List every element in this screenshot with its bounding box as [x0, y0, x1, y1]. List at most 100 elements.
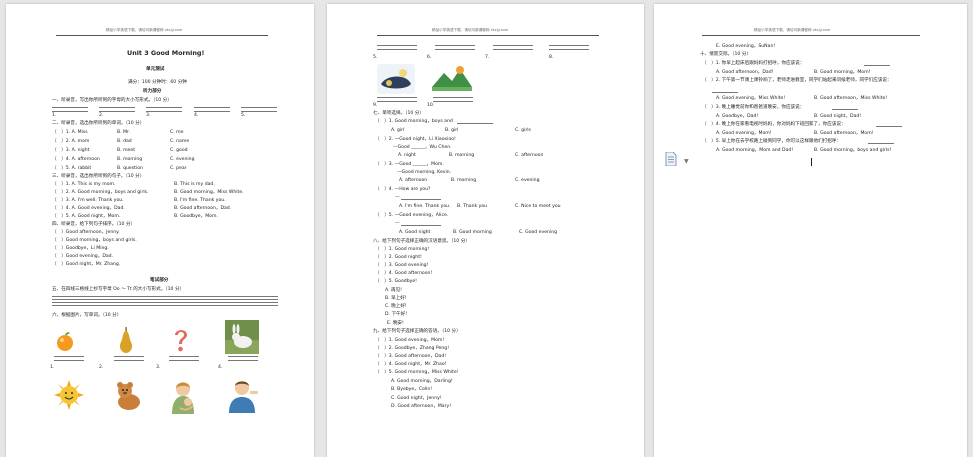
four-line-grid: [52, 296, 278, 297]
answer-line: [169, 360, 199, 361]
q2-opt: C. pear: [170, 166, 187, 171]
answer-line: [52, 111, 88, 112]
q4-row: （ ）Good night，Mr. Zhang.: [52, 262, 121, 267]
q9-opt: B. Byebye，Colin!: [391, 387, 433, 392]
q1-num: 5.: [241, 113, 246, 118]
q10-opt: B. Good morning，boys and girls!: [814, 148, 892, 153]
answer-line: [54, 356, 84, 357]
four-line-grid: [52, 302, 278, 303]
question-7: 七、单项选择。（10 分）: [373, 111, 424, 116]
q2-opt: B. question: [117, 166, 143, 171]
document-page-3: 精品小学英语下载，请访问新课程网 xkcjy.com E. Good eveni…: [654, 4, 967, 457]
q2-opt: C. name: [170, 139, 190, 144]
q9-opt: C. Good night，Jenny!: [391, 396, 442, 401]
q7-item: （ ）1. Good morning，boys and: [375, 119, 453, 124]
mother-child-picture: [172, 382, 194, 414]
q1-num: 1.: [52, 113, 57, 118]
q2-row: （ ）1. A. Miss: [52, 130, 88, 135]
num: 7.: [485, 55, 490, 60]
q1-num: 3.: [146, 113, 151, 118]
answer-line: [228, 360, 258, 361]
q3-opt: B. I'm fine. Thank you.: [174, 198, 226, 203]
question-8: 八、给下列句子选择正确的汉语意思。（10 分）: [373, 239, 470, 244]
q7-opt: A. Good night: [399, 230, 431, 235]
q8-item: （ ）5. Goodbye!: [375, 279, 418, 284]
q6-num: 4.: [218, 365, 223, 370]
answer-line: [54, 360, 84, 361]
q7-opt: C. afternoon: [515, 153, 544, 158]
q3-opt: B. This is my dad.: [174, 182, 215, 187]
answer-line: [52, 107, 88, 108]
q7-opt: B. girl: [445, 128, 459, 133]
blank-line: [401, 199, 441, 200]
q7-item: （ ）2. —Good night，Li Xiaoxiao!: [375, 137, 456, 142]
q7-item: （ ）5. —Good evening，Alice.: [375, 213, 449, 218]
answer-line: [194, 111, 230, 112]
chevron-down-icon[interactable]: ▼: [684, 158, 689, 165]
text-cursor: [811, 158, 813, 166]
q4-row: （ ）Goodbye，Li Ming.: [52, 246, 109, 251]
q10-opt: A. Good afternoon，Dad!: [716, 70, 774, 75]
q3-opt: B. Good afternoon，Dad.: [174, 206, 232, 211]
q8-opt: D. 下午好!: [385, 312, 408, 317]
q8-item: （ ）3. Good evening!: [375, 263, 429, 268]
section-writing: 笔试部分: [150, 278, 169, 283]
answer-line: [146, 111, 182, 112]
answer-line: [146, 107, 182, 108]
page-title: Unit 3 Good Morning!: [127, 49, 205, 57]
q8-opt: E. 晚安!: [387, 321, 404, 326]
question-4: 四、听录音，给下列句子排序。（10 分）: [52, 222, 136, 227]
q4-row: （ ）Good afternoon，Jenny.: [52, 230, 120, 235]
q10-item: （ ）2. 下午第一节课上课铃响了，老师走进教室，同学们站起来问候老师，同学们应…: [702, 78, 892, 83]
q1-num: 4.: [194, 113, 199, 118]
page-header: 精品小学英语下载，请访问新课程网 xkcjy.com: [432, 28, 509, 32]
q7-opt: C. Nice to meet you: [515, 204, 561, 209]
question-10: 十、情景交际。（10 分）: [700, 52, 751, 57]
q1-num: 2.: [99, 113, 104, 118]
q10-item: （ ）1. 你早上起床后跟妈妈打招呼，你应该说：: [702, 61, 805, 66]
q9-opt: A. Good morning，Darling!: [391, 379, 453, 384]
q10-opt: A. Good evening，Miss White!: [716, 96, 786, 101]
q7-opt: A. I'm fine. Thank you.: [399, 204, 451, 209]
document-page-1: 精品小学英语下载，请访问新课程网 xkcjy.com Unit 3 Good M…: [6, 4, 314, 457]
q7-opt: B. Thank you: [457, 204, 488, 209]
score-time: 满分：100 分钟时：60 分钟: [128, 80, 187, 85]
sun-picture: [54, 380, 84, 410]
q10-opt: A. Good morning，Mom and Dad!: [716, 148, 794, 153]
q6-num: 3.: [156, 365, 161, 370]
pear-picture: [119, 327, 133, 353]
page-header: 精品小学英语下载，请访问新课程网 xkcjy.com: [754, 28, 831, 32]
q8-opt: C. 晚上好!: [385, 304, 407, 309]
answer-line: [241, 111, 277, 112]
q3-row: （ ）5. A. Good night，Mom.: [52, 214, 121, 219]
answer-line: [377, 49, 417, 50]
answer-line: [169, 356, 199, 357]
header-rule: [702, 35, 920, 36]
q3-opt: B. Goodbye，Mom.: [174, 214, 218, 219]
teddy-bear-picture: [117, 382, 140, 410]
header-rule: [56, 35, 268, 36]
rabbit-picture: [225, 320, 259, 354]
question-1: 一、听录音，写出你所听到的字母的大小写形式。（10 分）: [52, 98, 172, 103]
answer-line: [433, 101, 473, 102]
q2-opt: B. Mr.: [117, 130, 130, 135]
blank-line: [876, 126, 902, 127]
q10-opt: B. Good morning，Mom!: [814, 70, 871, 75]
page-subtitle: 单元测试: [146, 67, 165, 72]
answer-line: [99, 111, 135, 112]
q7-opt: A. night: [398, 153, 416, 158]
document-icon[interactable]: [665, 152, 677, 166]
answer-line: [435, 45, 475, 46]
section-listening: 听力部分: [143, 89, 162, 94]
answer-line: [114, 356, 144, 357]
q2-row: （ ）2. A. mom: [52, 139, 90, 144]
q8-item: （ ）4. Good afternoon!: [375, 271, 433, 276]
q3-row: （ ）2. A. Good morning，boys and girls.: [52, 190, 149, 195]
q9-item: （ ）2. Goodbye，Zhang Peng!: [375, 346, 450, 351]
q4-row: （ ）Good morning，boys and girls.: [52, 238, 137, 243]
num: 8.: [549, 55, 554, 60]
q2-opt: C. evening: [170, 157, 195, 162]
q7-opt: B. morning: [449, 153, 475, 158]
q10-opt: A. Good evening，Mom!: [716, 131, 772, 136]
question-6: 六、根据图片，写单词。（10 分）: [52, 313, 122, 318]
